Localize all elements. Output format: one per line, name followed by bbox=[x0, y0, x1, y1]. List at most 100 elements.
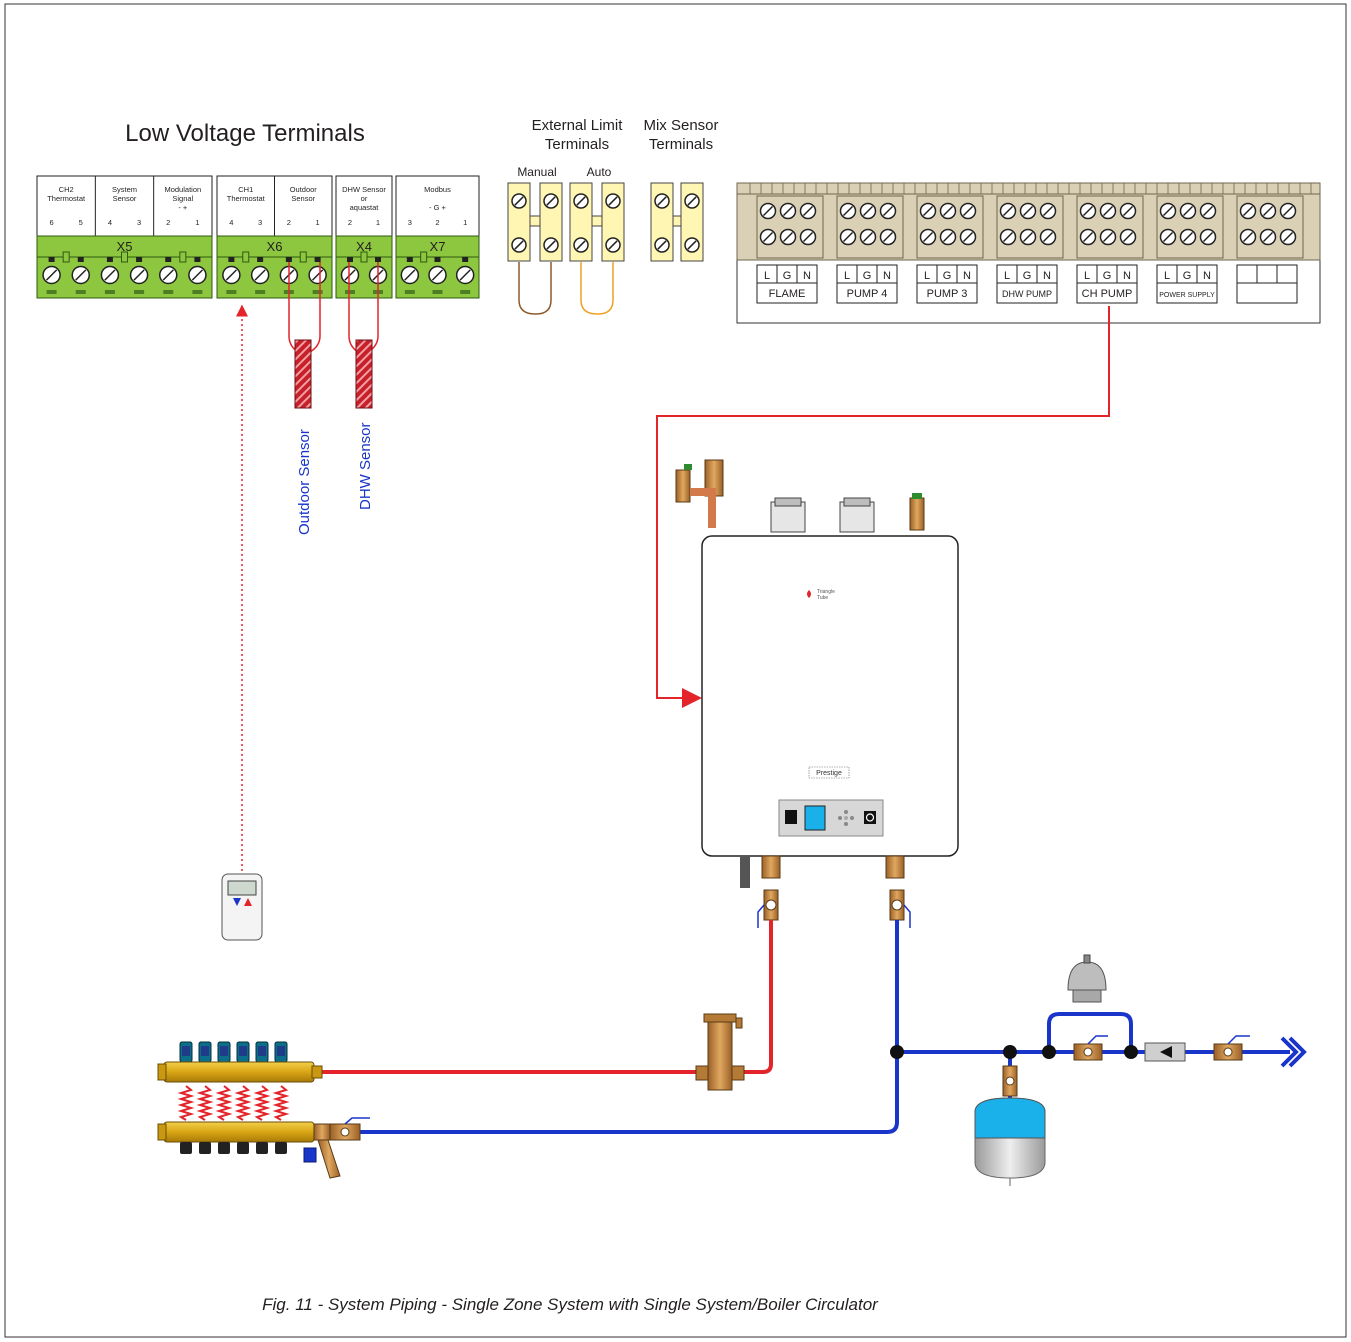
screw-icon bbox=[684, 193, 700, 209]
pin-number: 4 bbox=[108, 218, 112, 227]
screw-icon bbox=[543, 237, 559, 253]
lgn-label: G bbox=[1183, 270, 1192, 282]
pin-number: 2 bbox=[348, 218, 352, 227]
lgn-label: G bbox=[863, 270, 872, 282]
expansion-tank bbox=[974, 1065, 1046, 1186]
external-limit-terminal bbox=[569, 182, 593, 262]
screw-icon bbox=[959, 228, 977, 246]
terminal-group-label: Modulation bbox=[164, 185, 201, 194]
screw-icon bbox=[250, 265, 270, 285]
lgn-label: G bbox=[1023, 270, 1032, 282]
screw-icon bbox=[654, 193, 670, 209]
supply-pipe bbox=[320, 920, 773, 1074]
screw-icon bbox=[919, 202, 937, 220]
screw-icon bbox=[573, 193, 589, 209]
ch-pump-wire bbox=[656, 306, 1110, 708]
terminal-group-label: Sensor bbox=[291, 194, 315, 203]
terminal-group-label: CH2 bbox=[59, 185, 74, 194]
drain-valve-icon bbox=[303, 1147, 317, 1163]
screw-icon bbox=[1239, 202, 1257, 220]
line-voltage-label: DHW PUMP bbox=[1002, 289, 1052, 299]
lgn-label: N bbox=[883, 270, 891, 282]
dhw-sensor-label: DHW Sensor bbox=[357, 422, 374, 510]
screw-icon bbox=[1199, 202, 1217, 220]
supply-isolation-valve bbox=[757, 889, 779, 928]
radiant-loop bbox=[272, 1085, 290, 1121]
lgn-label: N bbox=[1203, 270, 1211, 282]
external-limit-terminal bbox=[507, 182, 531, 262]
screw-icon bbox=[308, 265, 327, 285]
lgn-label: L bbox=[924, 270, 930, 282]
screw-icon bbox=[919, 228, 937, 246]
screw-icon bbox=[939, 228, 957, 246]
pin-number: 2 bbox=[287, 218, 291, 227]
screw-icon bbox=[1259, 202, 1277, 220]
screw-icon bbox=[999, 228, 1017, 246]
screw-icon bbox=[1159, 228, 1177, 246]
lgn-label: G bbox=[783, 270, 792, 282]
screw-icon bbox=[1259, 228, 1277, 246]
radiant-loop bbox=[234, 1085, 252, 1121]
brand-line-2: Tube bbox=[817, 595, 828, 601]
radiant-floor-loops bbox=[177, 1085, 290, 1121]
lgn-label: N bbox=[1043, 270, 1051, 282]
low-voltage-title: Low Voltage Terminals bbox=[125, 120, 365, 147]
return-manifold bbox=[157, 1121, 315, 1154]
junction-node bbox=[1124, 1045, 1138, 1059]
terminal-block-id: X7 bbox=[430, 239, 446, 254]
terminal-block-id: X4 bbox=[356, 239, 372, 254]
water-inlet-icon bbox=[1280, 1036, 1307, 1068]
terminal-group-label: Modbus bbox=[424, 185, 451, 194]
boiler: Triangle Tube Prestige bbox=[675, 459, 959, 888]
screw-icon bbox=[959, 202, 977, 220]
boiler-vent-pipe bbox=[770, 501, 806, 533]
outdoor-sensor-probe bbox=[294, 339, 312, 409]
brand-line-1: Triangle bbox=[817, 589, 835, 595]
junction-node bbox=[1042, 1045, 1056, 1059]
screw-icon bbox=[428, 265, 447, 285]
mix-sensor-terminal bbox=[650, 182, 674, 262]
screw-icon bbox=[1099, 202, 1117, 220]
screw-icon bbox=[939, 202, 957, 220]
screw-icon bbox=[1099, 228, 1117, 246]
mode-button-icon bbox=[785, 810, 797, 824]
mix-sensor-title-1: Mix Sensor bbox=[643, 117, 718, 134]
mix-sensor-terminal bbox=[680, 182, 704, 262]
power-button-icon bbox=[864, 811, 876, 824]
bypass-pipe bbox=[1047, 1012, 1133, 1052]
manifold-port bbox=[256, 1142, 268, 1154]
lgn-label: L bbox=[1084, 270, 1090, 282]
nav-pad-icon bbox=[838, 816, 842, 820]
external-limit-auto-label: Auto bbox=[587, 165, 612, 179]
boiler-cabinet bbox=[701, 535, 959, 857]
screw-icon bbox=[129, 265, 149, 285]
pin-number: 3 bbox=[137, 218, 141, 227]
terminal-group-label: - G + bbox=[429, 203, 446, 212]
lgn-label: N bbox=[1123, 270, 1131, 282]
lgn-label: G bbox=[1103, 270, 1112, 282]
line-voltage-label: PUMP 4 bbox=[847, 288, 888, 300]
screw-icon bbox=[759, 202, 777, 220]
backflow-preventer bbox=[1144, 1042, 1186, 1062]
terminal-block-id: X5 bbox=[117, 239, 133, 254]
triangle-tube-logo-icon bbox=[807, 590, 811, 598]
screw-icon bbox=[42, 265, 61, 285]
screw-icon bbox=[400, 265, 420, 285]
boiler-air-intake-pipe bbox=[839, 501, 875, 533]
terminal-group-label: aquastat bbox=[350, 203, 380, 212]
screw-icon bbox=[605, 237, 621, 253]
lgn-label: N bbox=[803, 270, 811, 282]
pressure-reducing-valve bbox=[1067, 954, 1107, 1003]
screw-icon bbox=[1039, 202, 1057, 220]
screw-icon bbox=[543, 193, 559, 209]
pin-number: 1 bbox=[195, 218, 199, 227]
terminal-group-label: System bbox=[112, 185, 137, 194]
pin-number: 2 bbox=[435, 218, 439, 227]
return-isolation-valve bbox=[889, 889, 911, 928]
